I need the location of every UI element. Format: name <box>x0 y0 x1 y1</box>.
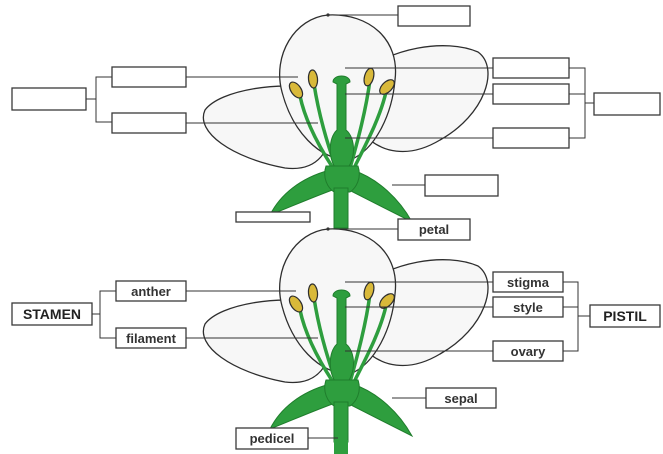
ovary-label: ovary <box>511 344 546 359</box>
top-pedicel-box <box>236 212 310 222</box>
top-petal-box <box>398 6 470 26</box>
filament-label: filament <box>126 331 177 346</box>
top-pistil-box <box>594 93 660 115</box>
top-sepal-box <box>425 175 498 196</box>
top-anther-box <box>112 67 186 87</box>
top-style-box <box>493 84 569 104</box>
top-filament-box <box>112 113 186 133</box>
top-stamen-box <box>12 88 86 110</box>
style-label: style <box>513 300 543 315</box>
anther-label: anther <box>131 284 171 299</box>
top-stigma-box <box>493 58 569 78</box>
bottom-flower <box>203 229 488 454</box>
stamen-label: STAMEN <box>23 306 81 322</box>
petal-label: petal <box>419 222 449 237</box>
pedicel-label: pedicel <box>250 431 295 446</box>
stigma-label: stigma <box>507 275 550 290</box>
sepal-label: sepal <box>444 391 477 406</box>
top-ovary-box <box>493 128 569 148</box>
pistil-label: PISTIL <box>603 308 647 324</box>
